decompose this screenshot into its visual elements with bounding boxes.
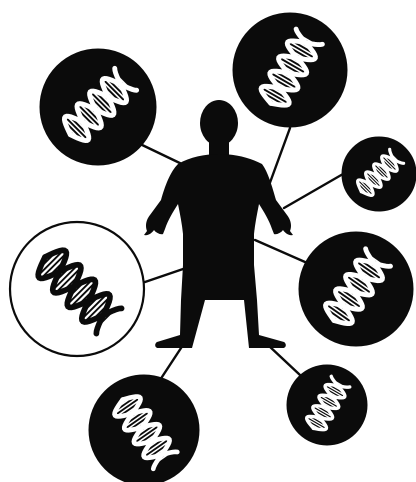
connector-right-middle	[255, 240, 305, 262]
dna-circle-left-outlined	[10, 222, 144, 356]
dna-circle-bottom-left	[89, 375, 199, 482]
connector-right-upper	[284, 174, 343, 208]
person-silhouette-icon	[144, 100, 293, 348]
dna-circle-top-right	[233, 13, 347, 127]
connector-top-left	[138, 143, 186, 166]
connector-bottom-left	[160, 345, 183, 380]
dna-circle-right-middle	[299, 232, 413, 346]
connector-bottom-right	[268, 345, 300, 375]
dna-circle-right-upper	[342, 137, 416, 211]
dna-circle-bottom-right	[287, 365, 367, 445]
dna-circle-top-left	[40, 49, 156, 165]
connector-top-right	[268, 128, 290, 188]
connector-left-middle	[145, 268, 186, 282]
